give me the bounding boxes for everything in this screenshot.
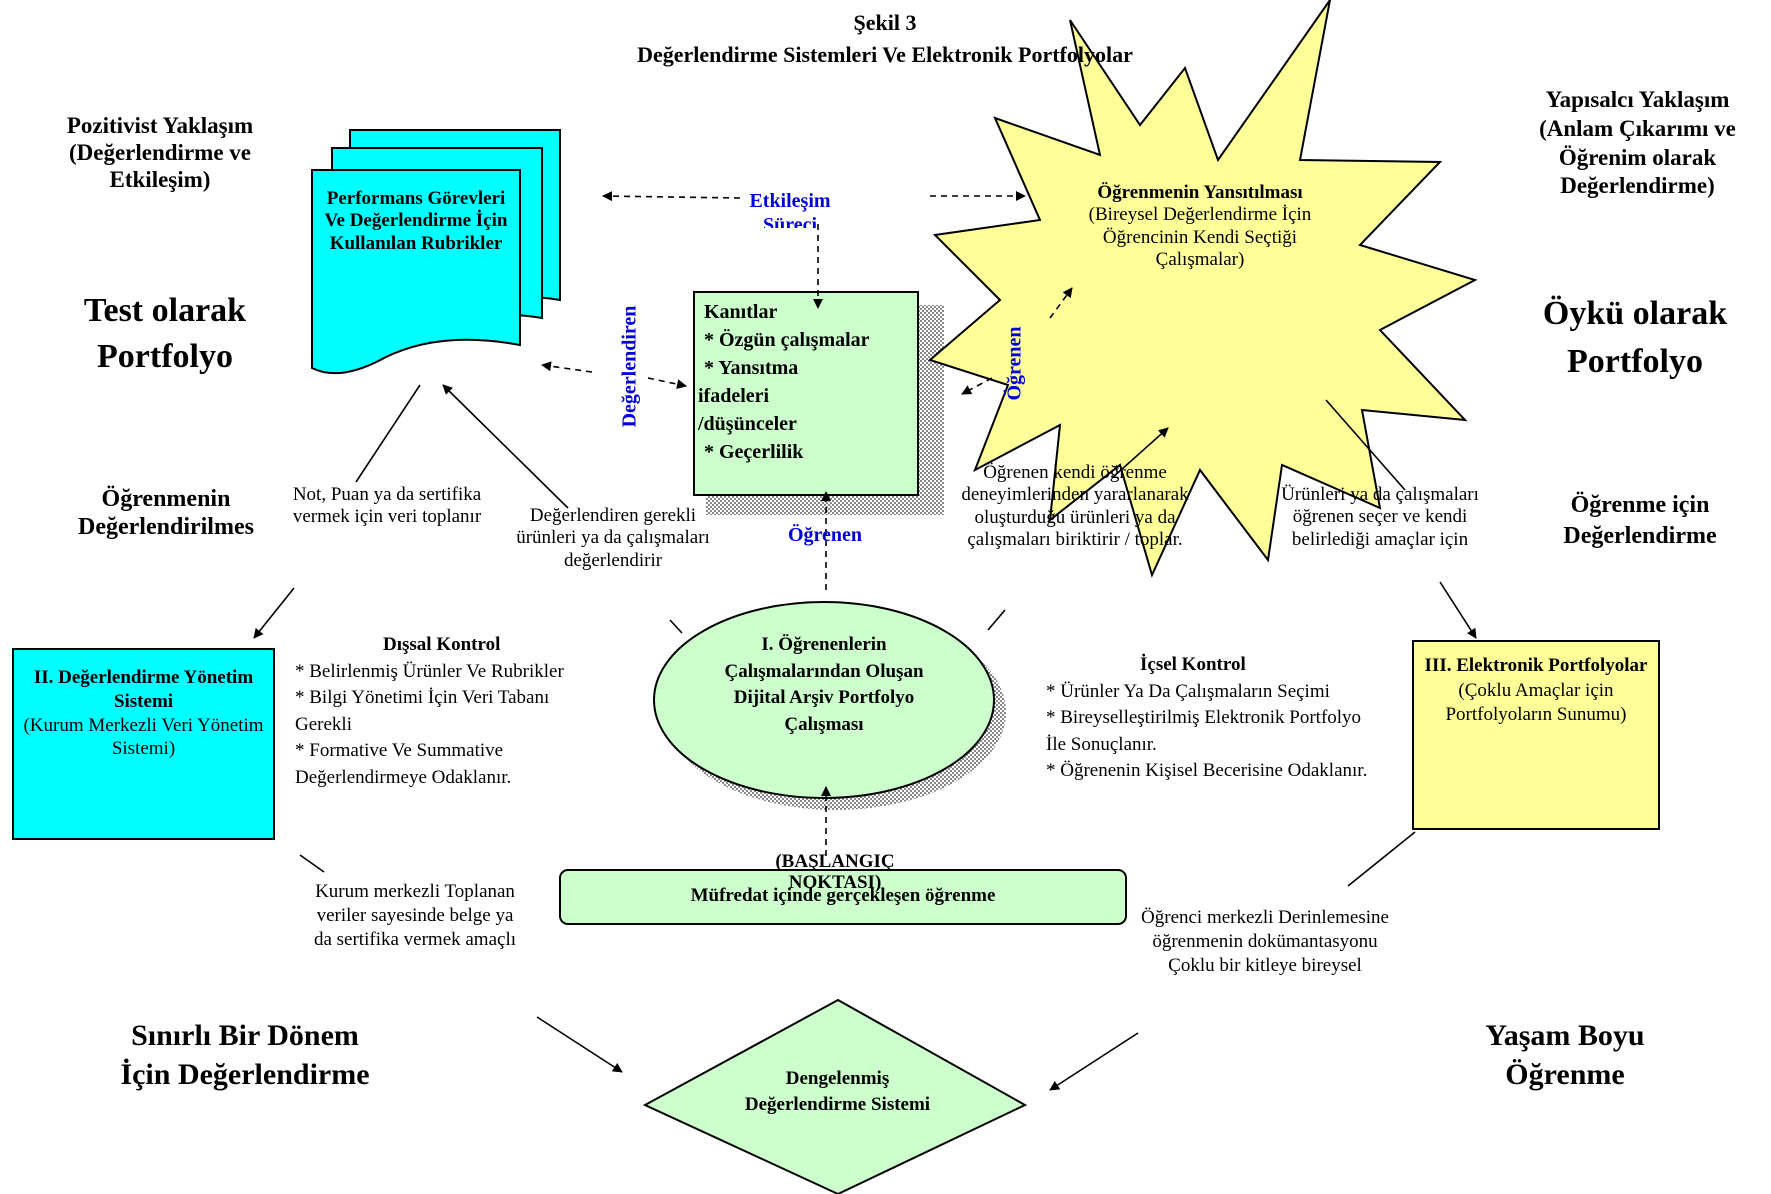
evidence-box-shape [693, 291, 919, 496]
left-assessment-kind: Öğrenmenin Değerlendirilmes [78, 486, 254, 541]
note-grades: Not, Puan ya da sertifika vermek için ve… [292, 484, 482, 528]
internal-control-title: İçsel Kontrol [1140, 654, 1246, 675]
reflection-star-shape [927, 0, 1478, 578]
internal-control-item-individualized: * Bireyselleştirilmiş Elektronik Portfol… [1046, 707, 1362, 755]
archive-ellipse-shape [653, 601, 995, 799]
external-control-item-products: * Belirlenmiş Ürünler Ve Rubrikler [295, 660, 564, 682]
management-system-title: II. Değerlendirme Yönetim Sistemi [33, 667, 254, 712]
figure-title: Değerlendirme Sistemleri Ve Elektronik P… [637, 42, 1133, 67]
external-control-item-focus: * Formative Ve Summative Değerlendirmeye… [295, 740, 512, 788]
right-assessment-kind: Öğrenme için Değerlendirme [1563, 492, 1717, 550]
internal-control-item-selection: * Ürünler Ya Da Çalışmaların Seçimi [1046, 680, 1330, 702]
right-portfolio-type: Öykü olarak Portfolyo [1542, 295, 1728, 380]
evidence-item-thoughts: /düşünceler [698, 413, 797, 435]
diamond-text: Dengelenmiş Değerlendirme Sistemi [744, 1068, 931, 1115]
evidence-box: Kanıtlar * Özgün çalışmalar * Yansıtma i… [698, 298, 918, 466]
eportfolio-title: III. Elektronik Portfolyolar [1424, 655, 1648, 676]
management-system-box: II. Değerlendirme Yönetim Sistemi (Kurum… [12, 648, 275, 840]
eportfolio-box: III. Elektronik Portfolyolar (Çoklu Amaç… [1412, 640, 1660, 830]
note-assessor-evaluates: Değerlendiren gerekli ürünleri ya da çal… [516, 505, 710, 571]
learner-role-label-vertical: Öğrenen [1003, 326, 1026, 401]
note-learner-collects: Öğrenen kendi öğrenme deneyimlerinden ya… [961, 462, 1189, 551]
right-period: Yaşam Boyu Öğrenme [1485, 1019, 1645, 1091]
left-portfolio-type: Test olarak Portfolyo [83, 292, 247, 375]
rubric-document-shape [311, 129, 561, 375]
archive-ellipse-text: I. Öğrenenlerin Çalışmalarından Oluşan D… [724, 634, 924, 735]
start-point-label: (BAŞLANGIÇ NOKTASI) [775, 851, 895, 893]
left-period: Sınırlı Bir Dönem İçin Değerlendirme [120, 1019, 370, 1091]
left-approach-label: Pozitivist Yaklaşım (Değerlendirme ve Et… [66, 113, 254, 193]
note-student-centered: Öğrenci merkezli Derinlemesine öğrenmeni… [1141, 907, 1389, 976]
evidence-title: Kanıtlar [704, 301, 778, 323]
evidence-item-original-work: * Özgün çalışmalar [704, 329, 870, 351]
figure-label: Şekil 3 [853, 10, 917, 35]
learner-role-label: Öğrenen [787, 524, 863, 546]
reflection-star-title: Öğrenmenin Yansıtılması [1097, 182, 1303, 203]
solid-arrows [253, 384, 1477, 1091]
eportfolio-subtitle: (Çoklu Amaçlar için Portfolyoların Sunum… [1445, 679, 1627, 726]
interaction-process-label: Etkileşim Süreci [749, 190, 831, 228]
reflection-star-text: Öğrenmenin Yansıtılması (Bireysel Değerl… [1075, 182, 1325, 272]
evidence-item-validity: * Geçerlilik [704, 441, 804, 463]
right-approach-label: Yapısalcı Yaklaşım (Anlam Çıkarımı ve Öğ… [1539, 87, 1736, 199]
external-control-title: Dışsal Kontrol [383, 634, 501, 655]
rubric-document-text: Performans Görevleri Ve Değerlendirme İç… [324, 188, 508, 254]
evidence-item-reflection: * Yansıtma [704, 357, 799, 379]
diamond-shape [642, 998, 1028, 1194]
reflection-star-body: (Bireysel Değerlendirme İçin Öğrencinin … [1088, 204, 1312, 271]
start-bar-text: Müfredat içinde gerçekleşen öğrenme [690, 885, 996, 906]
note-learner-selects: Ürünleri ya da çalışmaları öğrenen seçer… [1281, 484, 1479, 550]
start-bar-shape [559, 869, 1127, 925]
internal-control-item-skills: * Öğrenenin Kişisel Becerisine Odaklanır… [1046, 760, 1368, 782]
management-system-subtitle: (Kurum Merkezli Veri Yönetim Sistemi) [23, 714, 264, 760]
external-control-item-database: * Bilgi Yönetimi İçin Veri Tabanı Gerekl… [295, 687, 550, 735]
dashed-arrows [541, 191, 1073, 856]
assessor-role-label: Değerlendiren [618, 305, 641, 428]
evidence-item-statements: ifadeleri [698, 385, 770, 407]
note-institution-centered: Kurum merkezli Toplanan veriler sayesind… [313, 881, 517, 950]
external-control: Dışsal Kontrol * Belirlenmiş Ürünler Ve … [295, 632, 595, 792]
internal-control: İçsel Kontrol * Ürünler Ya Da Çalışmalar… [1046, 652, 1376, 785]
